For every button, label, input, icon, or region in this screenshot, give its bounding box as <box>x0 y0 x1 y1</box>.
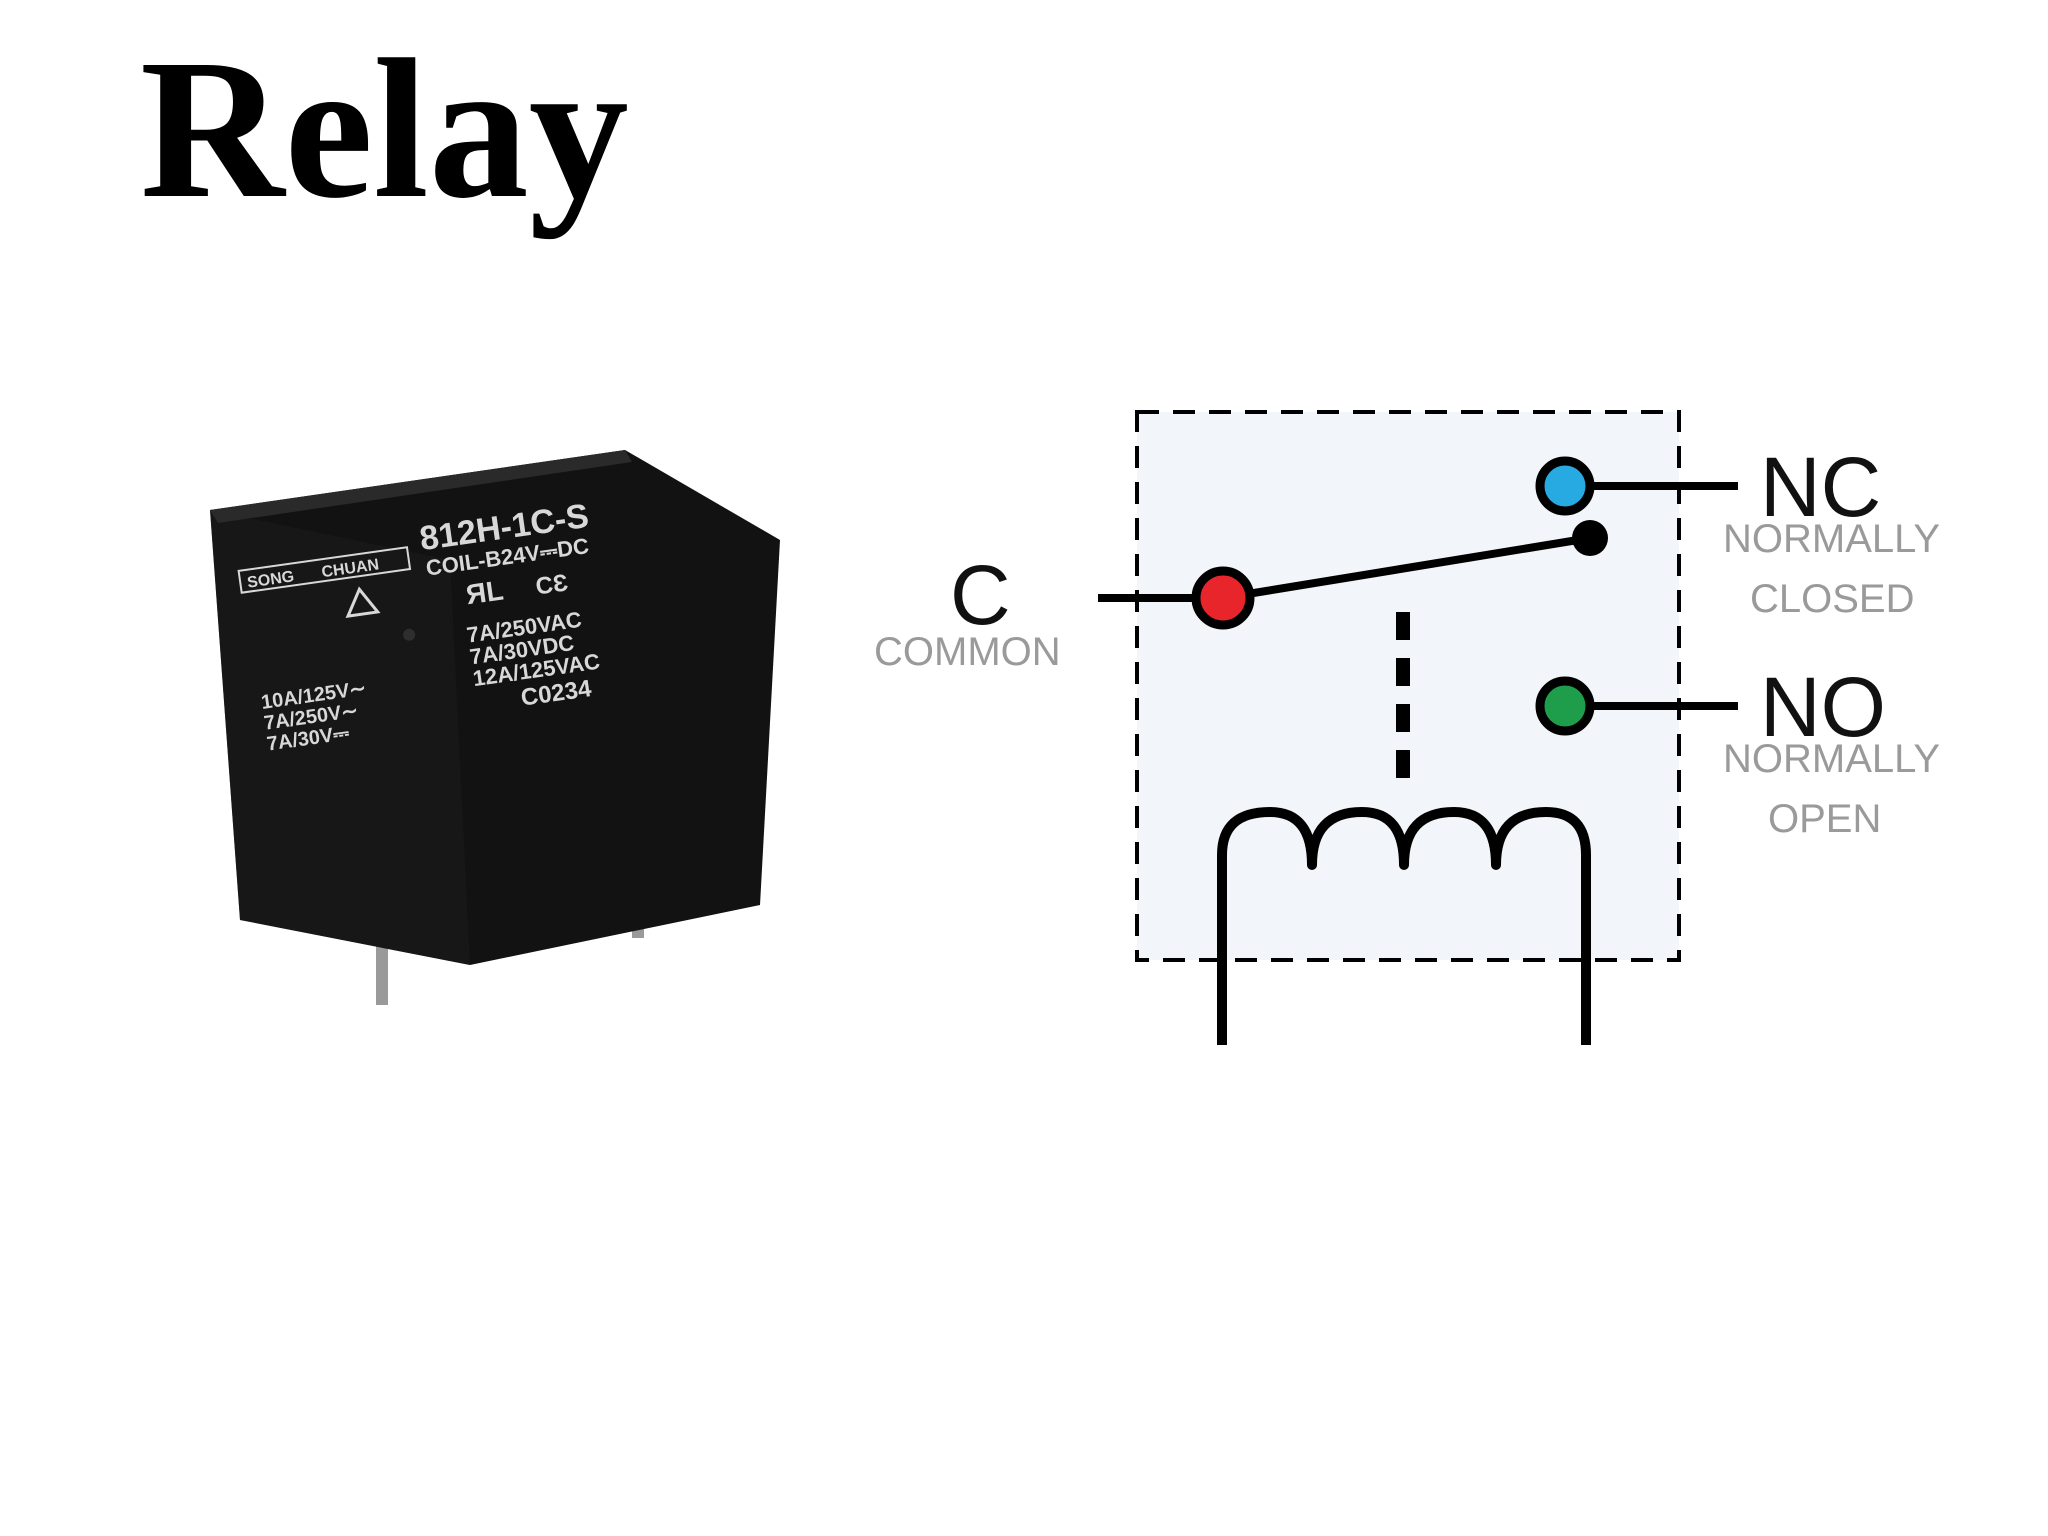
warning-triangle-icon <box>345 586 381 618</box>
slide-title: Relay <box>140 19 629 240</box>
relay-cert-mark-2: CƐ <box>534 569 570 600</box>
no-terminal-dot <box>1535 676 1595 736</box>
relay-photo: SONG CHUAN 812H-1C-S COIL-B24V⎓DC ЯL CƐ … <box>210 450 780 1005</box>
nc-description-line2: CLOSED <box>1750 577 1915 621</box>
common-symbol: C <box>950 548 1011 642</box>
common-terminal-dot <box>1191 566 1255 630</box>
nc-terminal-dot <box>1535 456 1595 516</box>
no-description-line2: OPEN <box>1768 797 1881 841</box>
relay-body-top-edge <box>210 450 632 523</box>
no-description-line1: NORMALLY <box>1723 737 1940 781</box>
common-description: COMMON <box>874 630 1061 674</box>
relay-mold-dot <box>403 628 416 641</box>
relay-brand-left: SONG <box>246 568 295 591</box>
relay-cert-mark-1: ЯL <box>464 574 505 610</box>
relay-logo-box <box>237 546 412 594</box>
armature-pivot-dot <box>1572 520 1608 556</box>
coil-winding <box>1217 807 1591 1045</box>
switch-armature <box>1222 534 1591 602</box>
nc-description-line1: NORMALLY <box>1723 517 1940 561</box>
relay-body-side <box>210 510 470 965</box>
nc-symbol: NC <box>1760 440 1881 534</box>
no-symbol: NO <box>1760 660 1886 754</box>
relay-pin-left <box>376 940 388 1005</box>
relay-schematic: C COMMON NC NORMALLY CLOSED NO NORMALLY … <box>874 410 1940 1045</box>
